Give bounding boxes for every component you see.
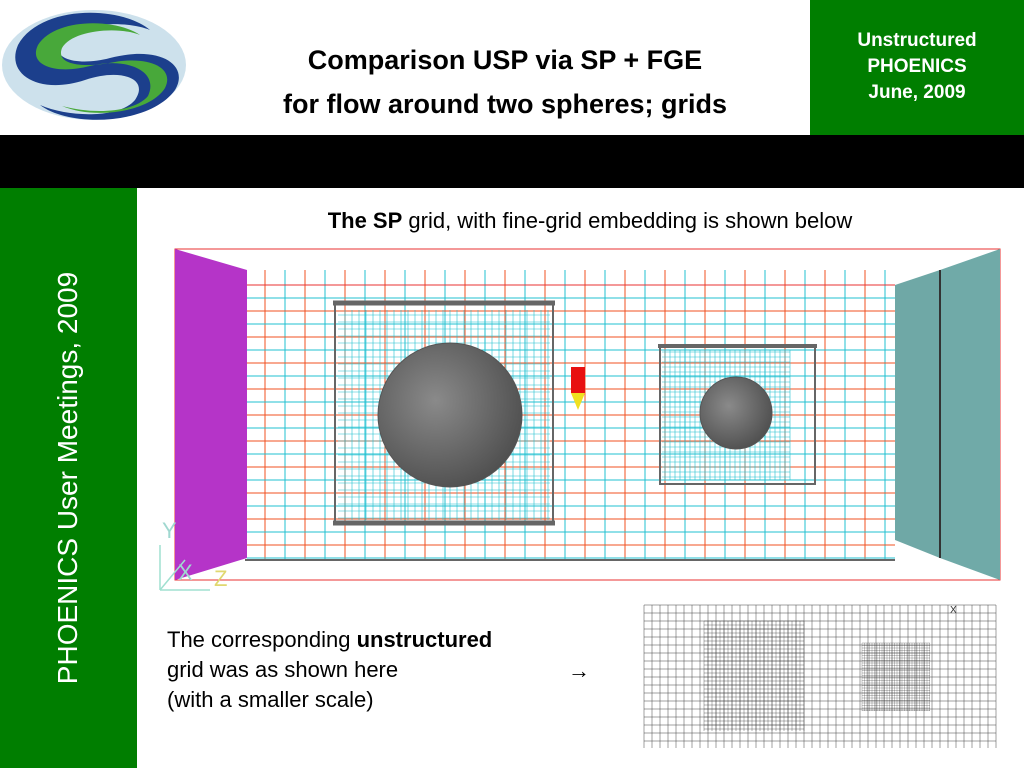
right-arrow-icon: →	[568, 658, 590, 683]
slide-title: Comparison USP via SP + FGE for flow aro…	[190, 38, 820, 126]
sp-grid-figure: Y X Z	[159, 248, 1001, 591]
axis-x-label: X	[178, 560, 193, 585]
cham-logo	[2, 10, 186, 120]
axis-z-label: Z	[214, 566, 227, 591]
event-badge: Unstructured PHOENICS June, 2009	[807, 0, 1024, 135]
header-band	[0, 135, 1024, 188]
sp-grid-lines	[247, 270, 895, 560]
caption-sp-bold: The SP	[327, 208, 403, 233]
sidebar-vertical-text: PHOENICS User Meetings, 2009	[52, 271, 83, 685]
caption-sp-grid: The SP grid, with fine-grid embedding is…	[160, 208, 1020, 234]
caption-sp-rest: grid, with fine-grid embedding is shown …	[402, 208, 853, 233]
caption2-bold: unstructured	[356, 627, 493, 652]
caption2-pre: The corresponding	[167, 627, 357, 652]
probe-marker	[571, 367, 585, 393]
axis-y-label: Y	[162, 518, 177, 543]
outlet-wall	[895, 270, 940, 558]
sphere-small	[699, 376, 773, 450]
badge-line-3: June, 2009	[868, 82, 966, 103]
axis-triad	[159, 545, 210, 591]
title-line-2: for flow around two spheres; grids	[282, 89, 728, 119]
unstructured-grid-lines	[643, 604, 997, 748]
u-axis-x-label: X	[950, 605, 957, 616]
title-line-1: Comparison USP via SP + FGE	[307, 45, 703, 75]
unstructured-grid-figure: X	[643, 604, 997, 748]
event-badge-inner: Unstructured PHOENICS June, 2009	[810, 0, 1024, 135]
caption2-line2: grid was as shown here	[167, 657, 399, 682]
caption-unstructured: The corresponding unstructured grid was …	[167, 625, 617, 715]
badge-line-1: Unstructured	[857, 30, 977, 51]
inlet-wall	[175, 249, 247, 580]
sphere-large	[377, 342, 523, 488]
caption2-line3: (with a smaller scale)	[167, 687, 374, 712]
badge-line-2: PHOENICS	[867, 56, 967, 77]
sidebar	[0, 188, 137, 768]
